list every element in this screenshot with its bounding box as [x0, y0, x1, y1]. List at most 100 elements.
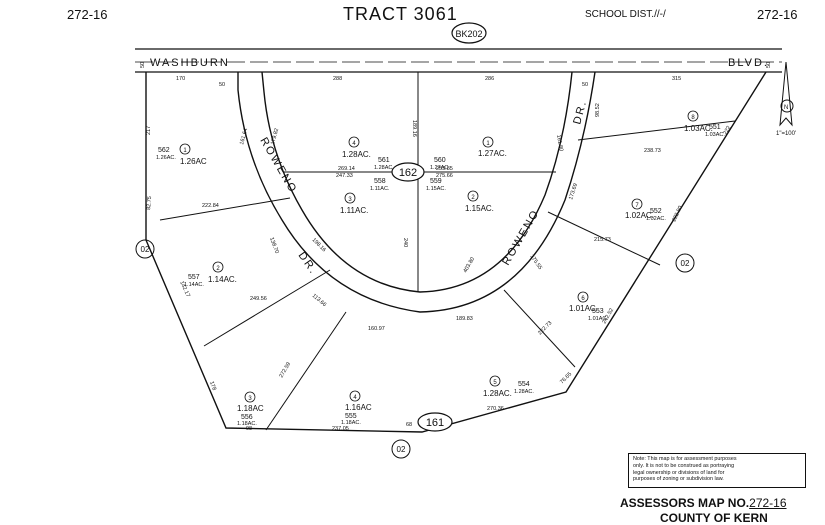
dim-label: 198.16: [311, 237, 327, 253]
street-label-dr-1: DR.: [296, 250, 320, 277]
parcel-557: 2 1.14AC. 557 1.14AC.: [184, 261, 237, 288]
svg-text:1.03AC.: 1.03AC.: [705, 132, 725, 138]
svg-text:1.16AC: 1.16AC: [345, 403, 372, 412]
svg-text:1.27AC.: 1.27AC.: [430, 165, 450, 171]
svg-text:8: 8: [691, 115, 695, 121]
svg-text:BK202: BK202: [455, 29, 482, 39]
scale-text: 1"=100': [776, 131, 796, 137]
dim-label: 222: [723, 125, 733, 136]
svg-text:02: 02: [397, 445, 406, 454]
svg-text:1.15AC.: 1.15AC.: [465, 204, 494, 213]
svg-text:1.03AC.: 1.03AC.: [684, 124, 713, 133]
lot-lines: [159, 72, 736, 431]
dim-label: 161.64: [239, 128, 249, 146]
svg-text:1.14AC.: 1.14AC.: [184, 282, 204, 288]
dim-label: 189.83: [456, 316, 473, 322]
svg-text:557: 557: [188, 274, 200, 281]
dim-label: 275.66: [436, 173, 453, 179]
svg-text:1.28AC.: 1.28AC.: [514, 389, 534, 395]
parcel-561: 4 1.28AC. 561 1.28AC.: [342, 136, 394, 171]
svg-text:1.14AC.: 1.14AC.: [208, 275, 237, 284]
svg-text:1.02AC.: 1.02AC.: [625, 211, 654, 220]
page-title: TRACT 3061: [343, 4, 458, 24]
page-circle-162: 162: [391, 162, 425, 182]
dim-label: 222.84: [202, 203, 219, 209]
svg-text:7: 7: [635, 203, 639, 209]
dim-label: 249.56: [250, 296, 267, 302]
svg-text:4: 4: [353, 395, 357, 401]
svg-text:162: 162: [399, 167, 417, 179]
parcel-551: 8 1.03AC. 551 1.03AC.: [684, 110, 725, 138]
dim-label: 50: [582, 82, 588, 88]
dim-label: 68: [406, 422, 412, 428]
dim-label: 247.33: [336, 173, 353, 179]
dim-label: 253.85: [436, 166, 453, 172]
parcel-562: 1 1.26AC 562 1.26AC.: [156, 143, 207, 166]
svg-text:3: 3: [248, 396, 252, 402]
svg-text:561: 561: [378, 157, 390, 164]
subdivision-boundary: [145, 71, 767, 433]
dim-label: 240: [402, 238, 408, 247]
dim-label: 222.90: [671, 205, 684, 223]
svg-text:554: 554: [518, 381, 530, 388]
svg-text:2: 2: [216, 266, 220, 272]
svg-text:1.18AC.: 1.18AC.: [341, 420, 361, 426]
svg-text:1.26AC: 1.26AC: [180, 157, 207, 166]
svg-text:1: 1: [183, 148, 187, 154]
dim-label: 237.05: [332, 426, 349, 432]
dim-label: 98.52: [595, 103, 601, 117]
svg-text:552: 552: [650, 208, 662, 215]
dim-label: 82.75: [146, 196, 153, 210]
roweno-dr-outer: [237, 71, 596, 313]
dim-label: 288: [333, 76, 342, 82]
svg-text:553: 553: [592, 308, 604, 315]
svg-text:1.11AC.: 1.11AC.: [340, 206, 368, 215]
assessor-map-label: ASSESSORS MAP NO.272-16: [620, 496, 787, 510]
dim-label: 179.82: [270, 128, 280, 146]
svg-text:556: 556: [241, 414, 253, 421]
svg-text:3: 3: [348, 197, 352, 203]
svg-text:02: 02: [681, 259, 690, 268]
svg-text:1.02AC.: 1.02AC.: [646, 216, 666, 222]
ref-circle-left: 02: [135, 239, 155, 259]
dim-label: 113.66: [311, 293, 327, 308]
map-code-left: 272-16: [67, 7, 108, 22]
parcel-556: 3 1.18AC 556 1.18AC.: [237, 391, 264, 427]
svg-text:1.28AC.: 1.28AC.: [483, 389, 512, 398]
dim-label: 50: [766, 62, 772, 68]
roweno-dr-inner: [261, 71, 573, 293]
dim-label: 170: [176, 76, 185, 82]
svg-text:1: 1: [486, 141, 490, 147]
svg-text:6: 6: [581, 296, 585, 302]
ref-circle-bottom: 02: [391, 439, 411, 459]
county-label: COUNTY OF KERN: [660, 511, 768, 525]
dim-label: 50: [140, 62, 146, 68]
dim-label: 161.80: [555, 134, 564, 152]
washburn-blvd: [135, 48, 782, 73]
svg-text:5: 5: [493, 380, 497, 386]
dim-label: 215.73: [594, 237, 611, 243]
school-district: SCHOOL DIST.//-/: [585, 9, 666, 20]
svg-text:N: N: [784, 105, 788, 111]
svg-text:560: 560: [434, 157, 446, 164]
parcel-553: 6 1.01AC. 553 1.01AC.: [569, 291, 608, 322]
svg-text:02: 02: [141, 245, 150, 254]
dim-label: 286: [485, 76, 494, 82]
dim-label: 178: [208, 381, 217, 392]
dimension-labels: 50 170 50 288 286 50 315 50 217 161.64 1…: [140, 62, 772, 432]
dim-label: 98: [246, 426, 252, 432]
dim-label: 173.69: [568, 183, 579, 201]
disclaimer-note: Note: This map is for assessment purpose…: [628, 453, 806, 488]
svg-text:161: 161: [426, 417, 444, 429]
dim-label: 238.73: [644, 148, 661, 154]
parcel-560: 1 1.27AC. 560 1.27AC.: [430, 136, 507, 171]
dim-label: 269.14: [338, 166, 355, 172]
svg-text:1.01AC.: 1.01AC.: [569, 304, 598, 313]
parcel-555: 4 1.16AC 555 1.18AC.: [341, 390, 372, 426]
svg-text:558: 558: [374, 178, 386, 185]
svg-text:1.15AC.: 1.15AC.: [426, 186, 446, 192]
svg-text:559: 559: [430, 178, 442, 185]
book-label: BK202: [451, 22, 487, 44]
dim-label: 160.97: [368, 326, 385, 332]
